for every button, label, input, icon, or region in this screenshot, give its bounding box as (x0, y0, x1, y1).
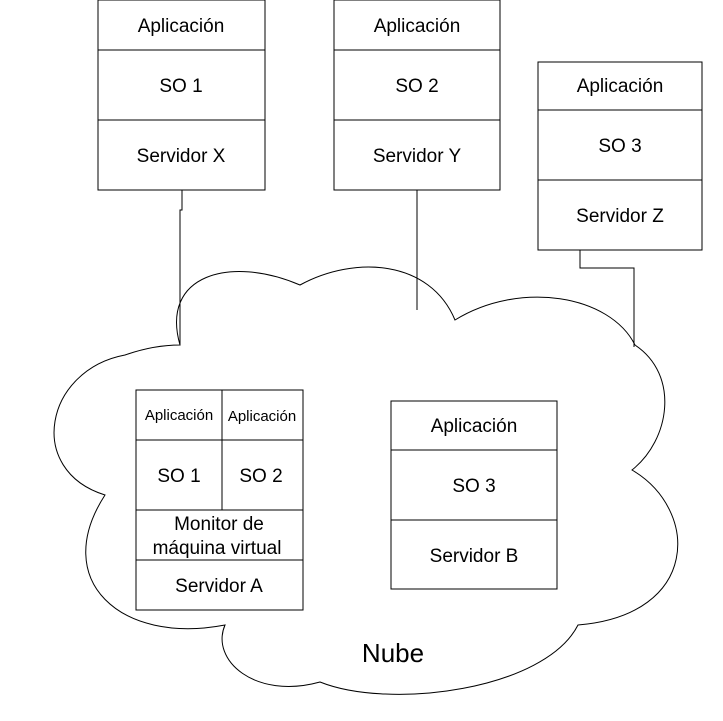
server-x-app-label: Aplicación (138, 16, 225, 37)
server-a-app2-label: Aplicación (228, 408, 296, 425)
server-b-label: Servidor B (430, 546, 519, 567)
server-y-stack: Aplicación SO 2 Servidor Y (333, 0, 501, 191)
server-b-stack: Aplicación SO 3 Servidor B (390, 400, 558, 590)
server-a-app1-label: Aplicación (145, 407, 213, 424)
server-x-frame (97, 0, 266, 191)
server-y-app-label: Aplicación (374, 16, 461, 37)
server-x-os-label: SO 1 (159, 76, 202, 97)
hypervisor-label-line1: Monitor de (174, 514, 264, 535)
server-a-os1-label: SO 1 (157, 466, 200, 487)
server-z-label: Servidor Z (576, 206, 664, 227)
server-y-os-label: SO 2 (395, 76, 438, 97)
cloud-shape (53, 266, 679, 695)
server-a-stack: Aplicación Aplicación SO 1 SO 2 Monitor … (135, 389, 304, 611)
server-y-frame (333, 0, 501, 191)
server-z-stack: Aplicación SO 3 Servidor Z (537, 61, 703, 251)
server-a-os2-label: SO 2 (239, 466, 282, 487)
hypervisor-label-line2: máquina virtual (153, 538, 282, 559)
server-z-os-label: SO 3 (598, 136, 641, 157)
server-a-label: Servidor A (175, 576, 263, 597)
server-x-label: Servidor X (137, 146, 226, 167)
connector-server-x (179, 190, 183, 345)
server-b-frame (390, 400, 558, 590)
server-b-app-label: Aplicación (431, 416, 518, 437)
cloud-label: Nube (362, 638, 424, 668)
server-z-frame (537, 61, 703, 251)
server-x-stack: Aplicación SO 1 Servidor X (97, 0, 266, 191)
connector-server-z (579, 250, 635, 347)
server-y-label: Servidor Y (373, 146, 462, 167)
server-z-app-label: Aplicación (577, 76, 664, 97)
server-b-os-label: SO 3 (452, 476, 495, 497)
server-a-frame (135, 389, 304, 611)
